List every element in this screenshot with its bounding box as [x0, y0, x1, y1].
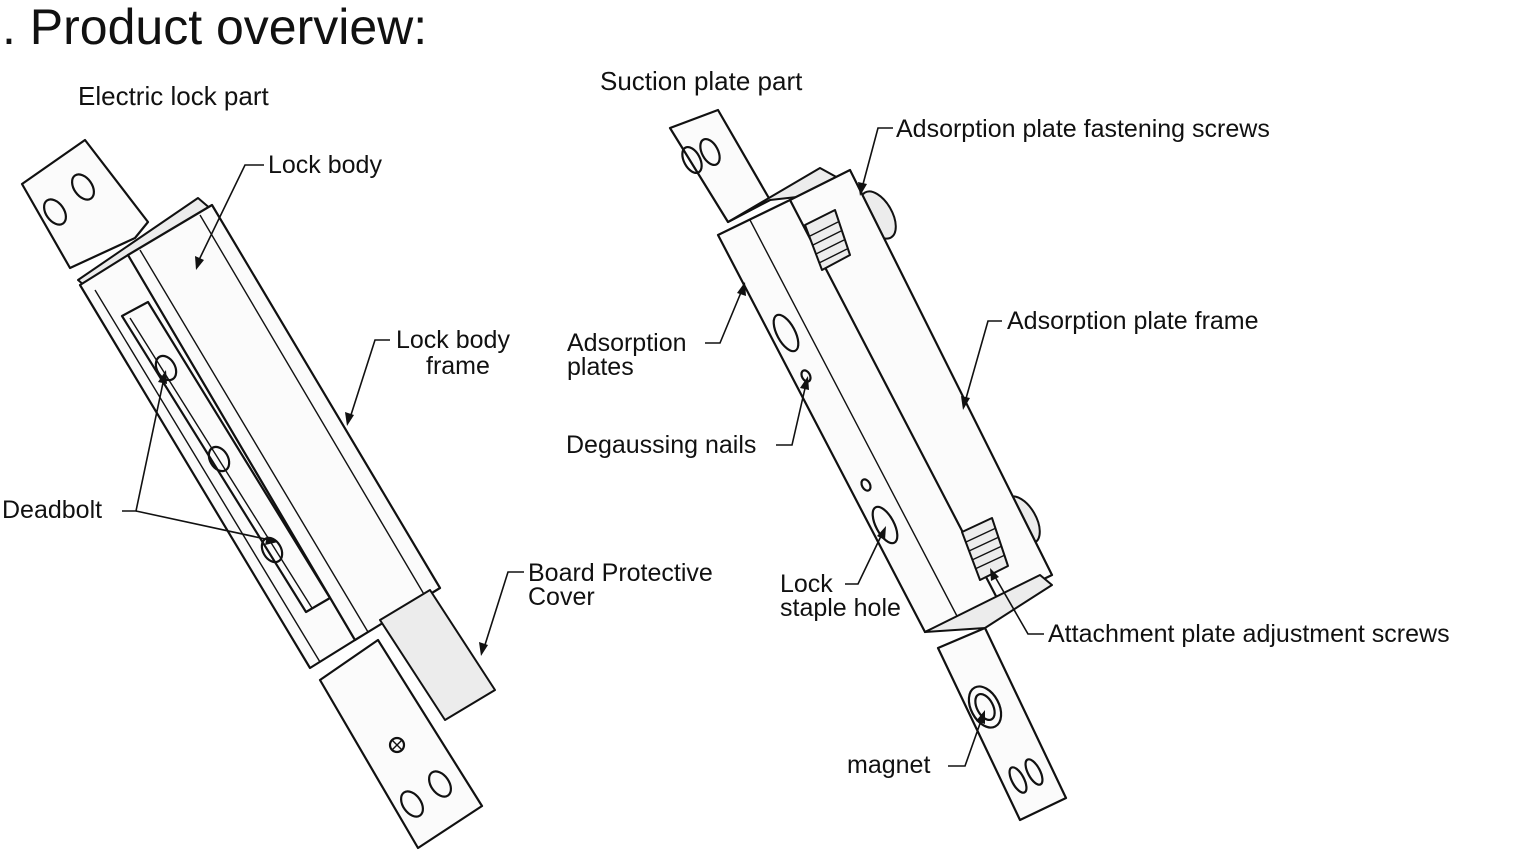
- lock-bottom-hole-1: [399, 790, 425, 818]
- degaussing-nail-top: [800, 369, 812, 383]
- leader-board-cover: [483, 571, 524, 649]
- leader-adjustment-screws: [993, 574, 1044, 635]
- label-plate-frame: Adsorption plate frame: [1007, 307, 1259, 335]
- leader-lock-body-frame: [349, 339, 390, 419]
- leader-lock-body: [197, 164, 264, 263]
- label-degaussing-nails: Degaussing nails: [566, 431, 757, 459]
- lock-top-tab: [20, 138, 150, 270]
- magnet-core: [974, 692, 996, 722]
- plate-bottom-bracket: [936, 626, 1068, 822]
- leader-plate-frame: [964, 320, 1002, 403]
- label-lock-body: Lock body: [268, 151, 382, 179]
- label-fastening-screws: Adsorption plate fastening screws: [896, 115, 1270, 143]
- label-magnet: magnet: [847, 751, 931, 779]
- label-board-cover-line2: Cover: [528, 583, 595, 611]
- label-adjustment-screws: Attachment plate adjustment screws: [1048, 620, 1450, 648]
- lock-top-hole-1: [42, 198, 68, 226]
- degaussing-nail-bottom: [860, 478, 872, 492]
- label-adsorption-plates-line2: plates: [567, 353, 634, 381]
- leader-lock-staple: [845, 533, 883, 585]
- label-lock-body-frame-line1: Lock body: [396, 326, 510, 354]
- lock-bottom-hole-2: [427, 770, 453, 798]
- suction-plate-drawing: [668, 108, 1068, 822]
- plate-bottom-hole-1: [1008, 766, 1028, 794]
- adjustment-screw-bottom: [961, 517, 1009, 581]
- board-protective-cover: [379, 589, 496, 721]
- leader-degaussing-nails: [776, 383, 807, 446]
- electric-lock-drawing: [20, 138, 496, 850]
- leader-fastening-screws: [861, 127, 893, 189]
- leader-lines: [122, 127, 1044, 767]
- plate-bottom-fold: [924, 574, 1053, 633]
- plate-top-hole-1: [681, 145, 703, 175]
- leader-deadbolt-2: [135, 510, 271, 541]
- label-lock-body-frame-line2: frame: [426, 352, 490, 380]
- leader-adsorption-plates: [705, 289, 743, 344]
- deadbolt-pin-1: [154, 354, 178, 382]
- magnet-ring: [967, 685, 1003, 729]
- label-lock-staple-line1: Lock: [780, 570, 833, 598]
- deadbolt-slot: [120, 300, 332, 614]
- section-title-electric-lock: Electric lock part: [78, 81, 269, 111]
- lock-body-side: [126, 203, 442, 642]
- leader-magnet: [948, 717, 983, 767]
- label-deadbolt: Deadbolt: [2, 496, 103, 524]
- label-adsorption-plates-line1: Adsorption: [567, 329, 687, 357]
- plate-bottom-hole-2: [1024, 758, 1044, 786]
- lock-bottom-screw: [388, 736, 406, 754]
- lock-top-hole-2: [70, 173, 96, 201]
- label-board-cover-line1: Board Protective: [528, 559, 713, 587]
- deadbolt-pin-2: [207, 445, 231, 473]
- label-lock-staple-line2: staple hole: [780, 594, 901, 622]
- adjustment-screw-top: [804, 209, 851, 271]
- lock-staple-hole: [871, 505, 899, 545]
- plate-top-hole-2: [699, 137, 721, 167]
- page-title: . Product overview:: [2, 0, 428, 55]
- section-title-suction-plate: Suction plate part: [600, 66, 803, 96]
- staple-hole-top: [772, 313, 800, 353]
